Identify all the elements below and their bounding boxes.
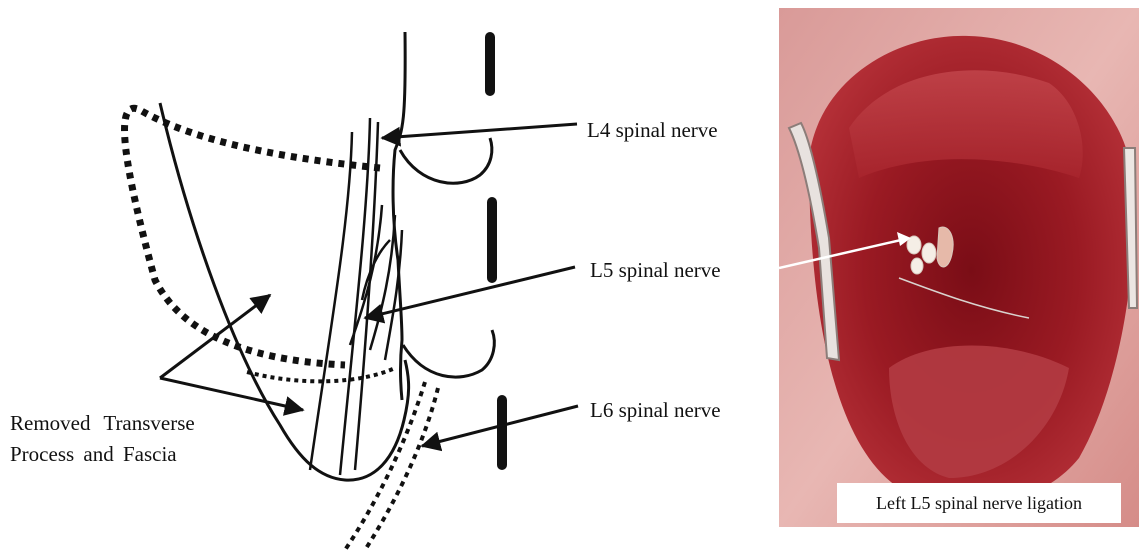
removed-region-dotted-lower bbox=[247, 368, 395, 381]
l6-nerve-line-a bbox=[345, 382, 425, 550]
nerve-knot-3 bbox=[911, 258, 923, 274]
transverse-process-outline bbox=[160, 103, 409, 480]
surgical-photo bbox=[779, 8, 1139, 527]
photo-caption: Left L5 spinal nerve ligation bbox=[837, 483, 1121, 523]
l4-arrow bbox=[382, 124, 577, 138]
disc-marks bbox=[485, 32, 507, 470]
vertebra-upper-curve bbox=[400, 138, 492, 183]
l6-nerve bbox=[345, 382, 438, 550]
disc-mark-bottom bbox=[497, 395, 507, 470]
vertebral-column bbox=[393, 32, 494, 400]
l6-spinal-nerve-label: L6 spinal nerve bbox=[590, 400, 721, 421]
removed-region-label-line1: Removed Transverse bbox=[10, 413, 195, 434]
removed-region-label-line2: Process and Fascia bbox=[10, 444, 177, 465]
nerve-knot-2 bbox=[922, 243, 936, 263]
vertebra-lower-curve bbox=[403, 330, 494, 377]
removed-region-dotted-outline bbox=[125, 108, 380, 365]
l4-spinal-nerve-label: L4 spinal nerve bbox=[587, 120, 718, 141]
nerve-bundle bbox=[310, 118, 402, 475]
removed-arrow-down bbox=[160, 378, 303, 410]
disc-mark-middle bbox=[487, 197, 497, 283]
disc-mark-top bbox=[485, 32, 495, 96]
l5-spinal-nerve-label: L5 spinal nerve bbox=[590, 260, 721, 281]
